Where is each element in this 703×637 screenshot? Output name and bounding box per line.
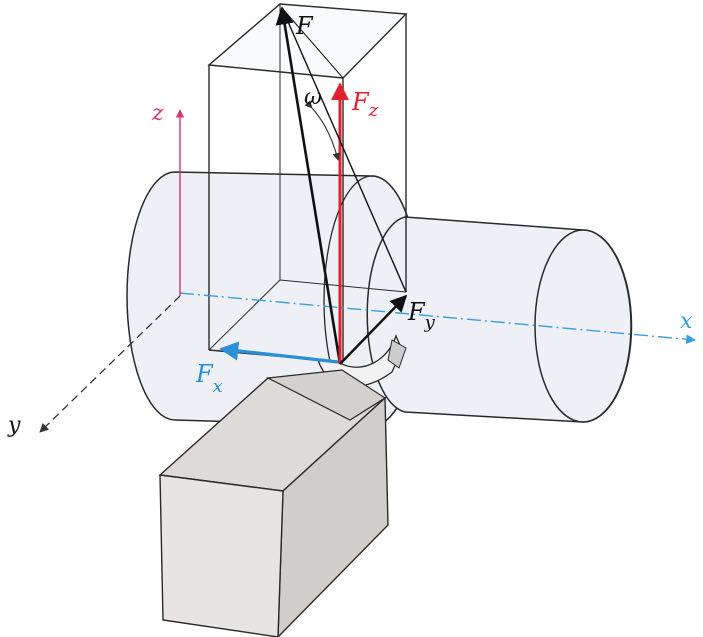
- angle-omega-label: ω: [304, 85, 322, 110]
- force-parallelepiped: [207, 3, 408, 363]
- force-projection-line: [281, 7, 407, 293]
- workpiece-small-cylinder: [366, 216, 633, 423]
- angle-omega-arc: [304, 100, 341, 161]
- force-fx-vector: [219, 341, 339, 364]
- cutting-tool: [158, 369, 389, 637]
- axis-x: [179, 292, 696, 345]
- force-fx-label: Fx: [195, 360, 223, 397]
- force-f-label: F: [295, 12, 314, 40]
- force-fz-label: Fz: [351, 88, 379, 121]
- box-diagonal: [281, 7, 344, 79]
- axis-y-label: y: [7, 413, 21, 438]
- force-fy-label: Fy: [407, 298, 436, 333]
- force-fy-vector: [339, 294, 408, 365]
- axis-x-label: x: [680, 309, 693, 334]
- axis-y: [39, 295, 181, 433]
- force-f-vector: [275, 6, 342, 365]
- axis-z-label: z: [151, 101, 164, 126]
